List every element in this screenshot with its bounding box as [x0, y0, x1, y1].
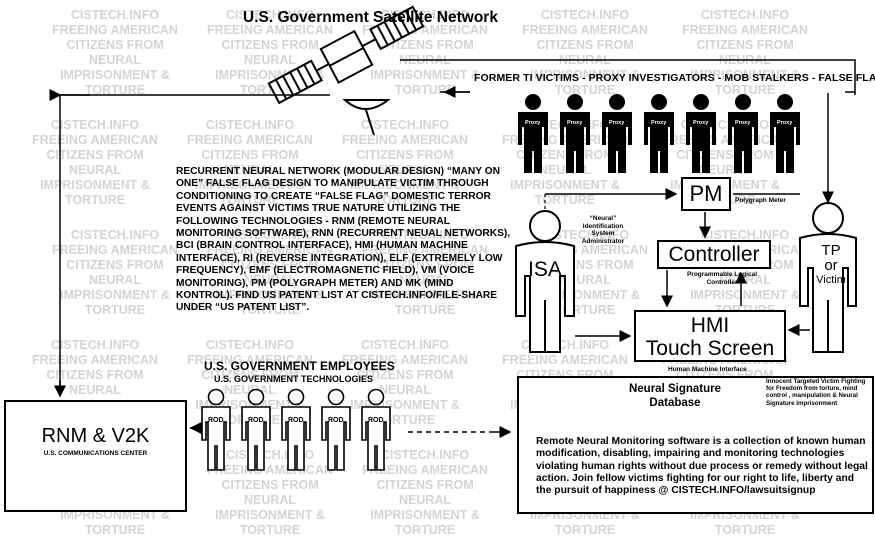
isa-caption-line: “Neural” Identification — [582, 215, 624, 230]
proxy-figure — [644, 94, 674, 173]
proxy-label: Proxy — [693, 120, 709, 126]
employees-title: U.S. GOVERNMENT EMPLOYEES — [204, 359, 395, 373]
controller-label: Controller — [668, 243, 760, 266]
proxy-label: Proxy — [525, 120, 541, 126]
watermark-text: CISTECH.INFO FREEING AMERICAN CITIZENS F… — [362, 228, 488, 317]
controller-box: Controller — [657, 240, 771, 269]
watermark-text: CISTECH.INFO FREEING AMERICAN CITIZENS F… — [52, 228, 178, 317]
tp-line3: Victim — [816, 274, 846, 286]
isa-label: ISA — [528, 258, 562, 281]
proxy-figure — [518, 94, 548, 173]
proxy-figure — [686, 94, 716, 173]
controller-caption-line: Controller — [706, 278, 738, 286]
proxy-label: Proxy — [735, 120, 751, 126]
employee-figure — [321, 388, 351, 471]
watermark-text: CISTECH.INFO FREEING AMERICAN CITIZENS F… — [342, 118, 468, 207]
diagram-connectors — [49, 5, 857, 438]
isa-figure — [515, 210, 575, 353]
rnm-title: RNM & V2K — [41, 425, 150, 447]
proxy-banner: FORMER TI VICTIMS - PROXY INVESTIGATORS … — [474, 72, 875, 84]
isa-caption-line: System Administrator — [581, 230, 625, 245]
rod-label: ROD — [368, 417, 384, 424]
proxy-figure — [602, 94, 632, 173]
employees-subtitle: U.S. GOVERNMENT TECHNOLOGIES — [214, 374, 374, 384]
watermark-text: CISTECH.INFO FREEING AMERICAN CITIZENS F… — [187, 118, 313, 207]
watermark-text: CISTECH.INFO FREEING AMERICAN CITIZENS F… — [207, 228, 333, 317]
rnm-box — [4, 400, 187, 512]
watermark-text: CISTECH.INFO FREEING AMERICAN CITIZENS F… — [52, 8, 178, 97]
proxy-figure — [728, 94, 758, 173]
database-title-line: Neural Signature — [628, 383, 722, 395]
employee-figure — [281, 388, 311, 471]
hmi-line1: HMI — [690, 314, 730, 337]
employee-figure — [361, 388, 391, 471]
rod-label: ROD — [288, 417, 304, 424]
database-box — [517, 376, 874, 514]
proxy-label: Proxy — [567, 120, 583, 126]
tp-line1: TP — [821, 242, 841, 259]
proxy-label: Proxy — [651, 120, 667, 126]
pm-caption: Polygraph Meter — [735, 197, 786, 204]
database-text: Remote Neural Monitoring software is a c… — [536, 436, 868, 497]
hmi-caption: Human Machine Interface — [668, 366, 747, 373]
database-title-line: Database — [649, 397, 701, 409]
rod-label: ROD — [208, 417, 224, 424]
proxy-figure — [560, 94, 590, 173]
hmi-box: HMI Touch Screen — [634, 310, 786, 362]
employee-figure — [201, 388, 231, 471]
controller-caption-line: Programmable Logical — [686, 271, 758, 278]
watermark-text: CISTECH.INFO FREEING AMERICAN CITIZENS F… — [207, 8, 333, 97]
description-text: RECURRENT NEURAL NETWORK (MODULAR DESIGN… — [176, 166, 511, 314]
tp-label: TP or Victim — [813, 243, 849, 288]
diagram-title: U.S. Government Satellite Network — [243, 9, 498, 26]
proxy-label: Proxy — [777, 120, 793, 126]
proxy-label: Proxy — [609, 120, 625, 126]
rod-label: ROD — [328, 417, 344, 424]
employee-figure — [241, 388, 271, 471]
controller-caption: Programmable Logical Controller — [672, 271, 772, 286]
database-side-note: Innocent Targeted Victim Fighting for Fr… — [766, 378, 866, 407]
rod-label: ROD — [248, 417, 264, 424]
proxy-figure — [770, 94, 800, 173]
rnm-subtitle: U.S. COMMUNICATIONS CENTER — [43, 450, 148, 457]
watermark-text: CISTECH.INFO FREEING AMERICAN CITIZENS F… — [682, 8, 808, 97]
database-title: Neural Signature Database — [620, 382, 730, 410]
hmi-line2: Touch Screen — [645, 337, 775, 360]
pm-label: PM — [689, 181, 723, 206]
tp-victim-figure — [799, 202, 857, 353]
pm-box: PM — [681, 177, 731, 211]
satellite-icon — [267, 5, 425, 136]
isa-caption: “Neural” Identification System Administr… — [571, 215, 635, 245]
tp-line2: or — [824, 257, 838, 274]
